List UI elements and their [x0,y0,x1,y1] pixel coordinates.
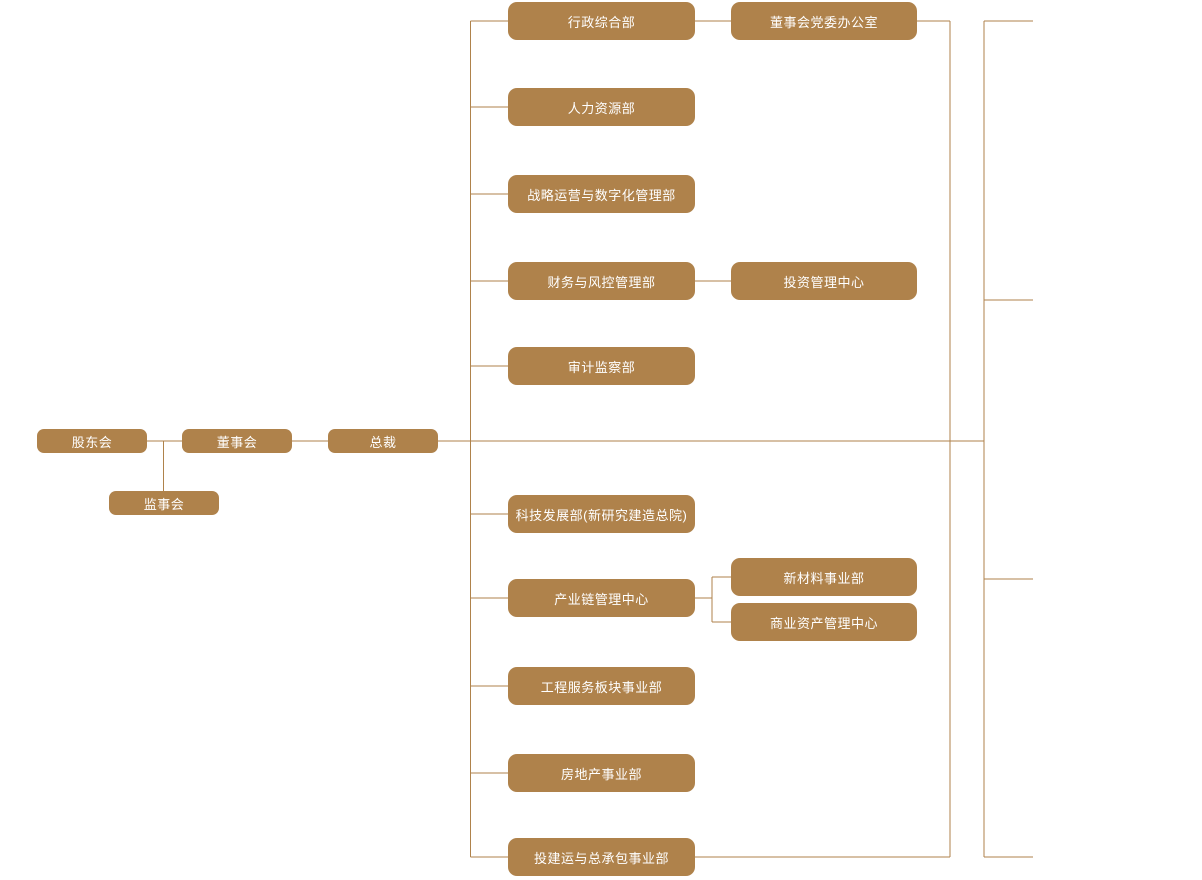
node-strategy-digital-dept: 战略运营与数字化管理部 [508,175,695,213]
node-shareholders-meeting: 股东会 [37,429,147,453]
node-hr-dept: 人力资源部 [508,88,695,126]
node-audit-supervision-dept: 审计监察部 [508,347,695,385]
node-industry-chain-center: 产业链管理中心 [508,579,695,617]
node-board-of-directors: 董事会 [182,429,292,453]
connectors-department-spine [469,20,508,858]
node-real-estate-division: 房地产事业部 [508,754,695,792]
node-investment-construction-epc-division: 投建运与总承包事业部 [508,838,695,876]
node-new-materials-division: 新材料事业部 [731,558,917,596]
connectors-sub-units [695,20,950,858]
connectors-right-rails [949,20,1033,858]
node-admin-general-dept: 行政综合部 [508,2,695,40]
node-engineering-services-division: 工程服务板块事业部 [508,667,695,705]
node-tech-development-dept: 科技发展部(新研究建造总院) [508,495,695,533]
node-finance-risk-dept: 财务与风控管理部 [508,262,695,300]
node-supervisory-board: 监事会 [109,491,219,515]
node-president: 总裁 [328,429,438,453]
connectors-governance [147,440,984,491]
node-investment-management-center: 投资管理中心 [731,262,917,300]
node-commercial-assets-center: 商业资产管理中心 [731,603,917,641]
node-board-party-office: 董事会党委办公室 [731,2,917,40]
